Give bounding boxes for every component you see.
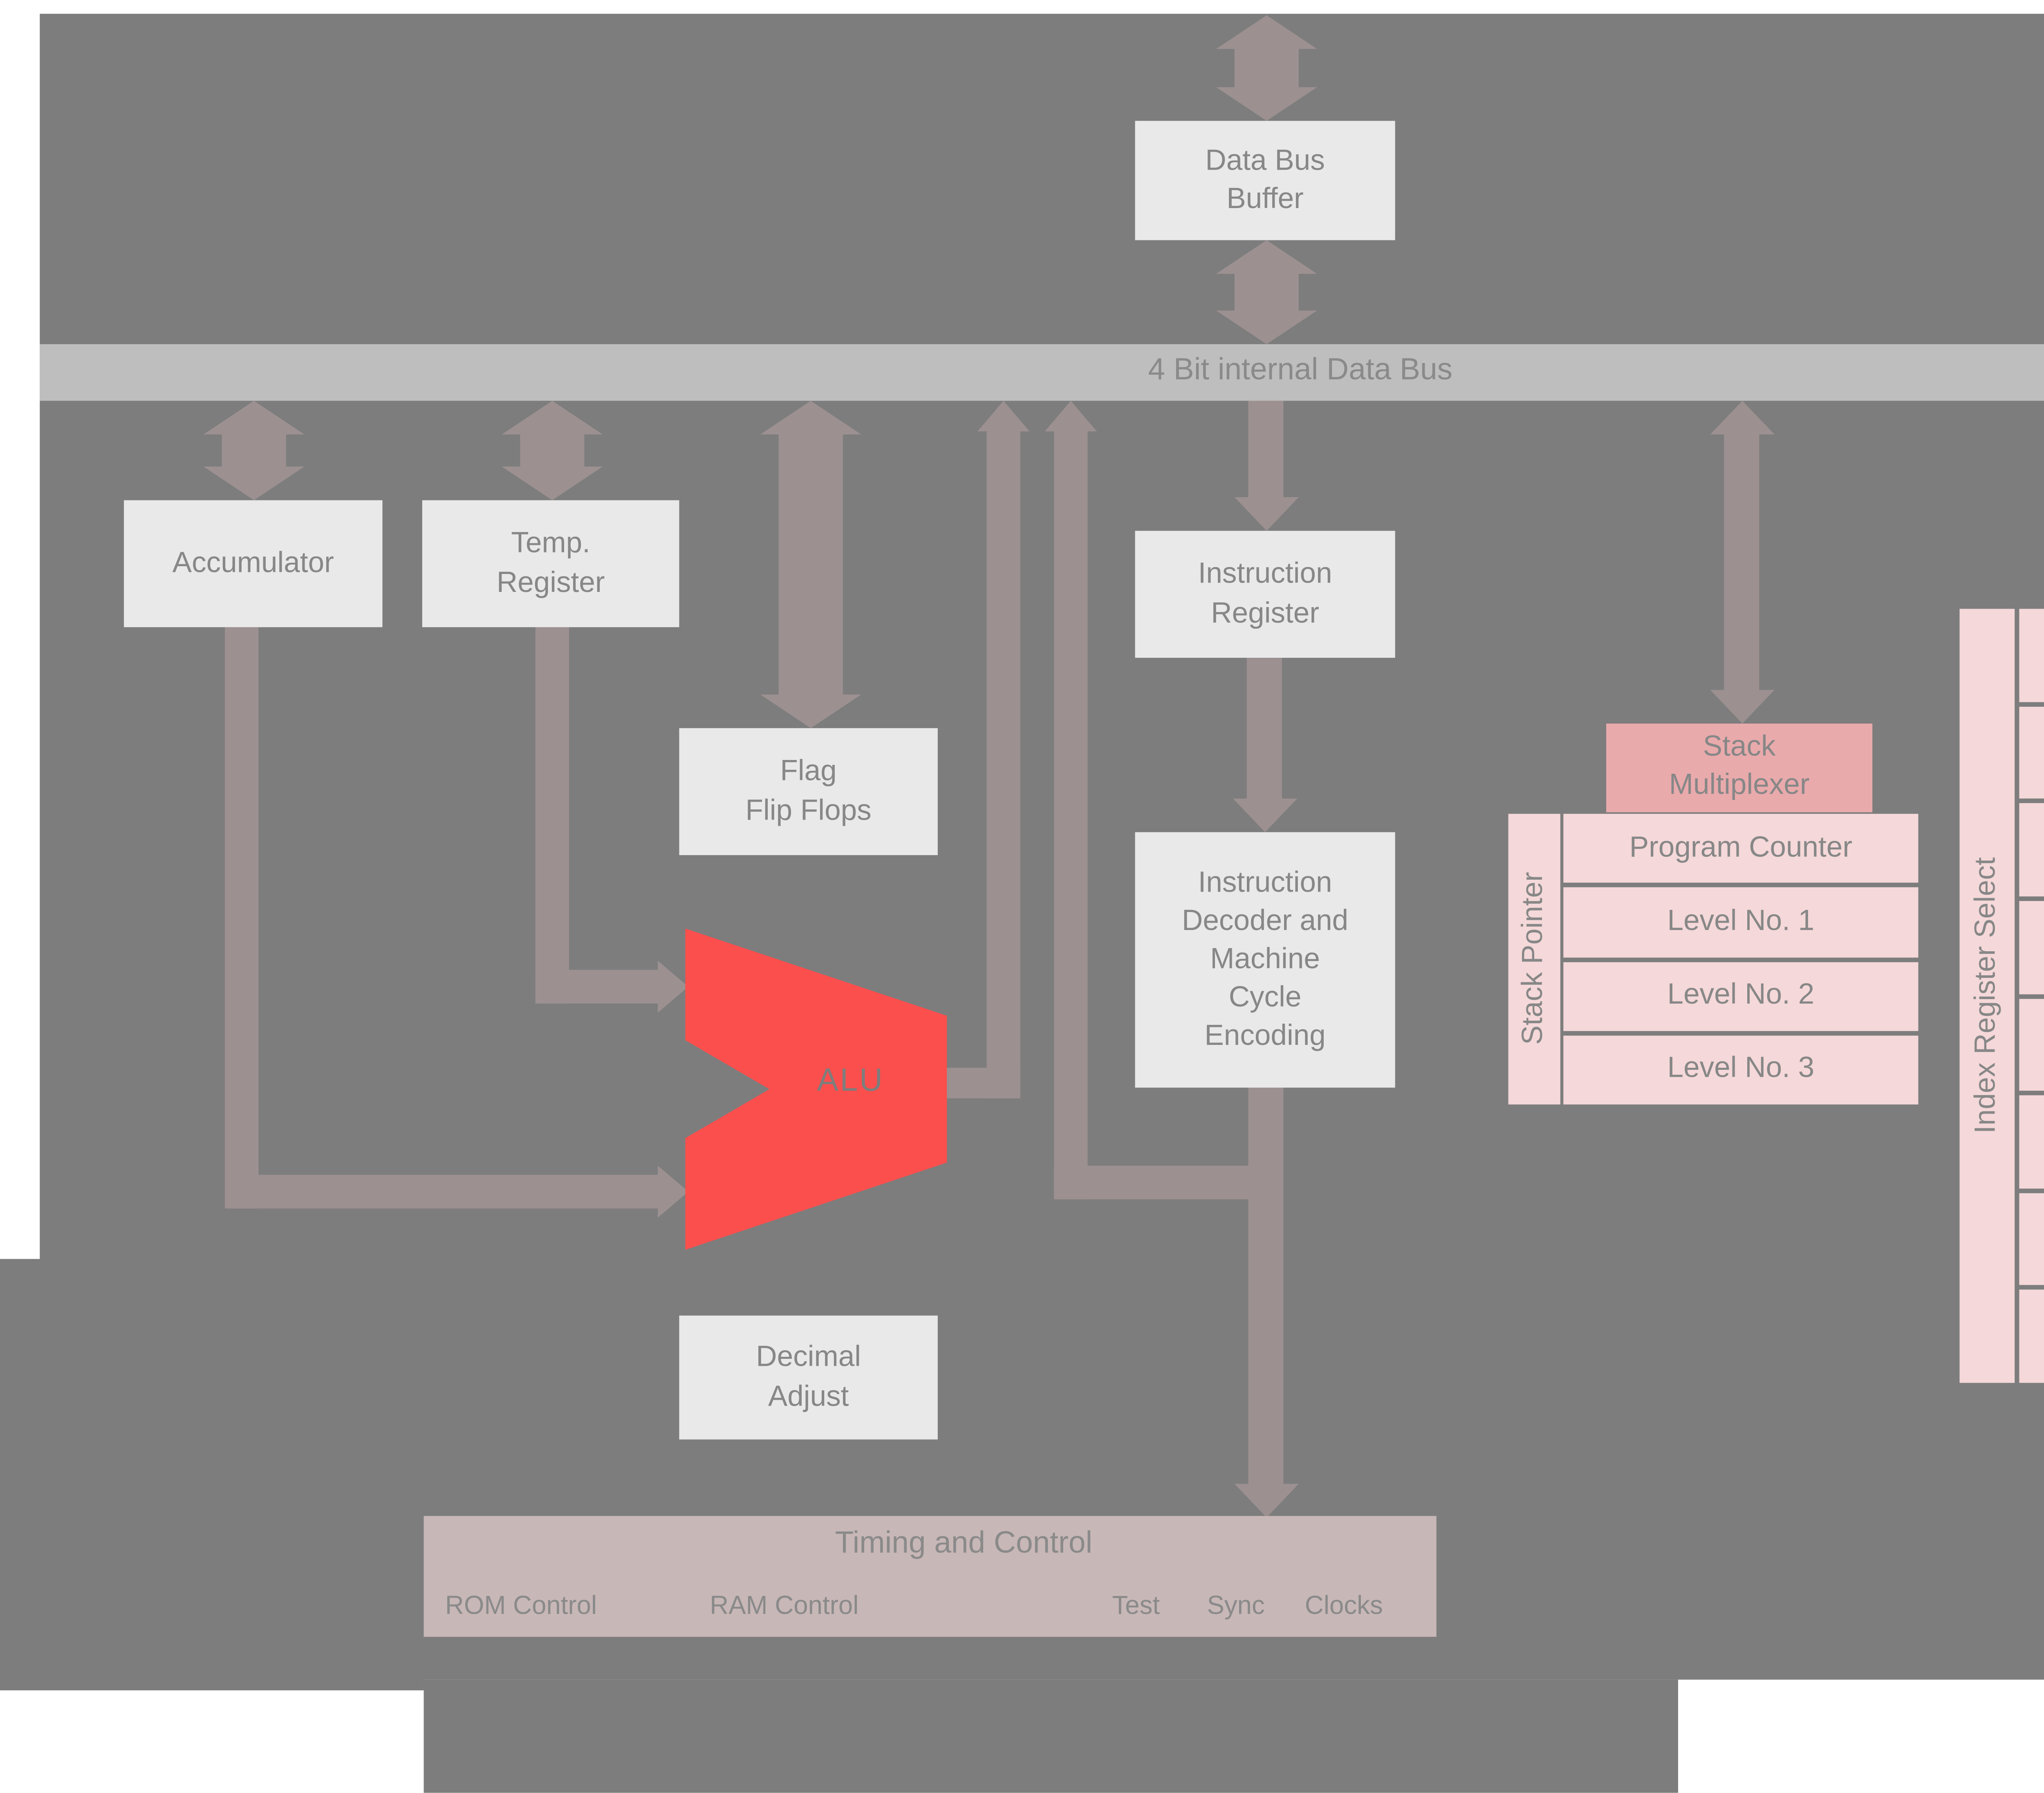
signal-sync: Sync (1207, 1591, 1265, 1620)
arrow-external-dbb-head-up (1216, 15, 1317, 49)
arrow-alu-out-horizontal (944, 1067, 1020, 1098)
arrow-ir-decoder-shaft (1246, 658, 1282, 800)
arrow-dbb-bus-shaft (1234, 272, 1299, 312)
internal-data-bus-label: 4 Bit internal Data Bus (1148, 353, 1453, 387)
timing-control-title: Timing and Control (835, 1526, 1093, 1560)
arrow-acc-alu-vertical (225, 627, 259, 1209)
arrow-acc-alu-horizontal (225, 1174, 659, 1209)
index-register-0: 0 (2019, 609, 2044, 702)
accumulator-box: Accumulator (124, 500, 383, 628)
instruction-decoder-box: Instruction Decoder and Machine Cycle En… (1135, 832, 1395, 1088)
arrow-decoder-loop-head-up (1044, 401, 1097, 432)
accumulator-label: Accumulator (172, 547, 334, 580)
arrow-acc-alu-head-right (658, 1165, 688, 1218)
signal-ram-control: RAM Control (710, 1591, 859, 1620)
arrow-external-dbb-head-down (1216, 87, 1317, 121)
decimal-adjust-label: Decimal Adjust (756, 1342, 861, 1413)
data-bus-buffer-label: Data Bus Buffer (1205, 145, 1325, 216)
arrow-bus-accumulator-head-down (203, 466, 305, 500)
index-register-10: 10 (2019, 1095, 2044, 1188)
arrow-external-dbb-shaft (1234, 47, 1299, 89)
flag-flip-flops-box: Flag Flip Flops (679, 728, 938, 855)
arrow-bus-temp-shaft (520, 433, 585, 468)
temp-register-label: Temp. Register (496, 528, 605, 599)
arrow-decoder-timing-head-down (1234, 1484, 1299, 1518)
arrow-decoder-loop-horizontal (1054, 1165, 1284, 1199)
stack-pointer-cell: Stack Pointer (1508, 814, 1560, 1105)
stack-row-program-counter: Program Counter (1563, 814, 1918, 883)
arrow-temp-alu-vertical (535, 627, 569, 1004)
stack-row-level-2: Level No. 2 (1563, 961, 1918, 1031)
index-register-select-label: Index Register Select (1970, 858, 2003, 1134)
stack-multiplexer-box: Stack Multiplexer (1606, 723, 1873, 813)
arrow-bus-ir-shaft (1248, 401, 1284, 499)
index-register-12: 12 (2019, 1192, 2044, 1286)
index-register-14: 14 (2019, 1290, 2044, 1383)
index-register-4: 4 (2019, 803, 2044, 896)
instruction-decoder-label: Instruction Decoder and Machine Cycle En… (1182, 867, 1349, 1053)
arrow-bus-stackmux-head-up (1710, 401, 1775, 435)
alu-label: ALU (817, 1063, 884, 1098)
alu-shape (685, 928, 947, 1250)
arrow-bus-ir-head-down (1234, 497, 1299, 531)
signal-test: Test (1112, 1591, 1160, 1620)
temp-register-box: Temp. Register (422, 500, 679, 628)
arrow-temp-alu-head-right (658, 960, 688, 1013)
arrow-bus-stackmux-shaft (1724, 433, 1759, 692)
arrow-decoder-loop-vertical (1054, 430, 1088, 1199)
arrow-temp-alu-horizontal (535, 970, 659, 1004)
arrow-bus-flag-head-down (760, 694, 861, 728)
background-field-lower-left (0, 1259, 424, 1690)
arrow-bus-stackmux-head-down (1710, 690, 1775, 724)
stack-register-rows: Program Counter Level No. 1 Level No. 2 … (1563, 814, 1918, 1105)
arrow-bus-flag-shaft (778, 433, 843, 696)
index-register-grid: 0 1 2 3 4 5 6 7 8 9 10 11 12 13 14 15 (2019, 609, 2044, 1383)
index-register-select-cell: Index Register Select (1959, 609, 2015, 1383)
arrow-alu-out-head-up (977, 401, 1030, 432)
background-field-bottom-tab (424, 1679, 1678, 1793)
arrow-bus-accumulator-head-up (203, 401, 305, 435)
instruction-register-box: Instruction Register (1135, 531, 1395, 658)
index-register-6: 6 (2019, 901, 2044, 994)
arrow-bus-accumulator-shaft (222, 433, 286, 468)
arrow-alu-out-vertical (986, 430, 1020, 1098)
stack-pointer-label: Stack Pointer (1517, 872, 1550, 1046)
instruction-register-label: Instruction Register (1198, 559, 1332, 630)
signal-rom-control: ROM Control (445, 1591, 597, 1620)
arrow-ir-decoder-head-down (1233, 798, 1298, 832)
index-register-8: 8 (2019, 998, 2044, 1091)
arrow-bus-flag-head-up (760, 401, 861, 435)
data-bus-buffer-box: Data Bus Buffer (1135, 121, 1395, 240)
stack-row-level-1: Level No. 1 (1563, 888, 1918, 957)
arrow-bus-temp-head-down (502, 466, 603, 500)
stack-row-level-3: Level No. 3 (1563, 1035, 1918, 1105)
alu-polygon (685, 928, 947, 1250)
arrow-decoder-timing-shaft (1248, 1087, 1284, 1486)
arrow-dbb-bus-head-down (1216, 310, 1317, 344)
timing-control-box: Timing and Control ROM Control RAM Contr… (424, 1516, 1437, 1637)
arrow-dbb-bus-head-up (1216, 240, 1317, 274)
flag-flip-flops-label: Flag Flip Flops (745, 756, 872, 827)
index-register-2: 2 (2019, 706, 2044, 799)
decimal-adjust-box: Decimal Adjust (679, 1316, 938, 1440)
internal-data-bus-bar: 4 Bit internal Data Bus (40, 344, 2044, 401)
arrow-bus-temp-head-up (502, 401, 603, 435)
signal-clocks: Clocks (1304, 1591, 1383, 1620)
stack-multiplexer-label: Stack Multiplexer (1669, 731, 1810, 802)
